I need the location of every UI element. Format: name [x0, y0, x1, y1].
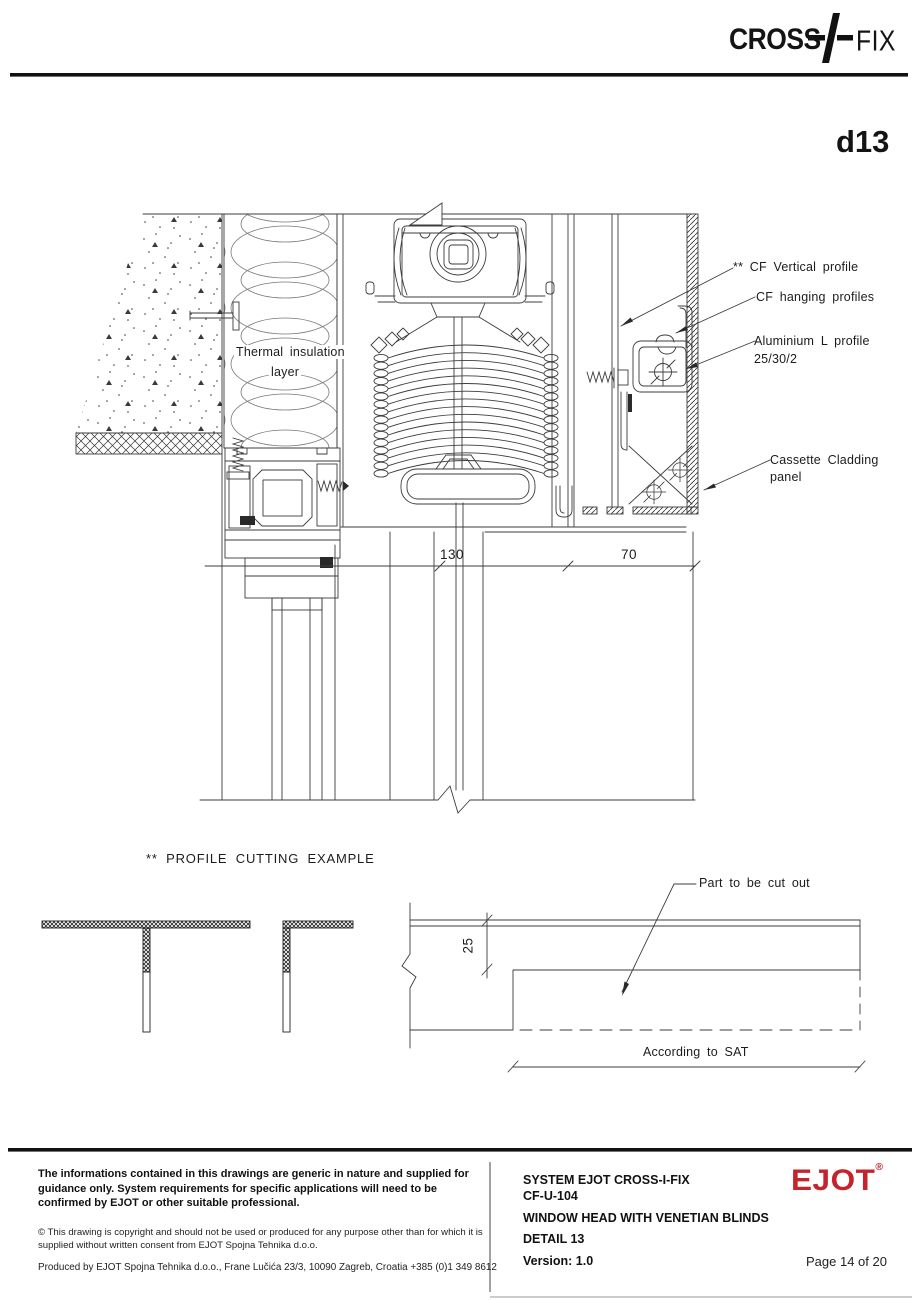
- dimension-line: [204, 560, 701, 572]
- label-aluminium-l-profile-line2: 25/30/2: [754, 352, 798, 366]
- cutout-detail-drawing: [401, 883, 866, 1073]
- label-cf-vertical-profile: ** CF Vertical profile: [733, 260, 859, 274]
- footer-system-line1: SYSTEM EJOT CROSS-I-FIX: [523, 1173, 690, 1187]
- label-thermal-insulation-line2: layer: [269, 365, 302, 379]
- glazing-lines: [221, 453, 336, 801]
- label-thermal-insulation-line1: Thermal insulation: [234, 345, 347, 359]
- cutting-example-title: ** PROFILE CUTTING EXAMPLE: [146, 851, 375, 866]
- leader-lines: [620, 267, 771, 491]
- label-part-to-be-cut-out: Part to be cut out: [699, 876, 810, 890]
- footer-system-line2: CF-U-104: [523, 1189, 578, 1203]
- blind-headbox: [365, 202, 555, 354]
- header-rule: [10, 73, 908, 77]
- footer-version-line: Version: 1.0: [523, 1254, 594, 1268]
- brand-fix-text: FIX: [856, 24, 896, 57]
- brand-cross-text: CROSS: [729, 23, 821, 56]
- page-number: Page 14 of 20: [806, 1254, 887, 1269]
- footer-drawing-title: WINDOW HEAD WITH VENETIAN BLINDS: [523, 1211, 769, 1225]
- footer-produced-by: Produced by EJOT Spojna Tehnika d.o.o., …: [38, 1262, 497, 1273]
- dim-130: 130: [440, 547, 465, 562]
- cassette-cladding-panel: [582, 213, 699, 515]
- dim-70: 70: [621, 547, 638, 562]
- crossfix-logo-symbol: [808, 13, 853, 63]
- footer-copyright: © This drawing is copyright and should n…: [38, 1227, 483, 1251]
- window-frame-profile: [224, 437, 349, 599]
- cf-vertical-profile: [551, 214, 619, 528]
- hanging-bracket: [586, 305, 693, 505]
- ejot-logo-registered-mark: ®: [875, 1162, 884, 1173]
- dim-according-to-sat: According to SAT: [643, 1045, 749, 1059]
- label-cf-hanging-profiles: CF hanging profiles: [756, 290, 875, 304]
- main-detail-drawing: [75, 202, 771, 814]
- profile-cutting-drawing: [41, 920, 354, 1033]
- footer-rule: [8, 1148, 912, 1298]
- footer-disclaimer: The informations contained in this drawi…: [38, 1168, 469, 1210]
- membrane-strip: [75, 432, 223, 455]
- detail-code: d13: [836, 124, 890, 159]
- dim-25: 25: [460, 937, 476, 954]
- concrete-wall: [76, 214, 222, 433]
- label-cassette-cladding-line2: panel: [770, 470, 802, 484]
- label-aluminium-l-profile-line1: Aluminium L profile: [754, 334, 870, 348]
- blind-slat-stack: [373, 316, 559, 478]
- blind-bottom-rail: [400, 454, 536, 791]
- footer-detail-line: DETAIL 13: [523, 1232, 585, 1246]
- thermal-insulation: [223, 213, 338, 449]
- ejot-logo-text: EJOT: [791, 1164, 876, 1197]
- label-cassette-cladding-line1: Cassette Cladding: [770, 453, 879, 467]
- ejot-logo: EJOT®: [791, 1162, 884, 1198]
